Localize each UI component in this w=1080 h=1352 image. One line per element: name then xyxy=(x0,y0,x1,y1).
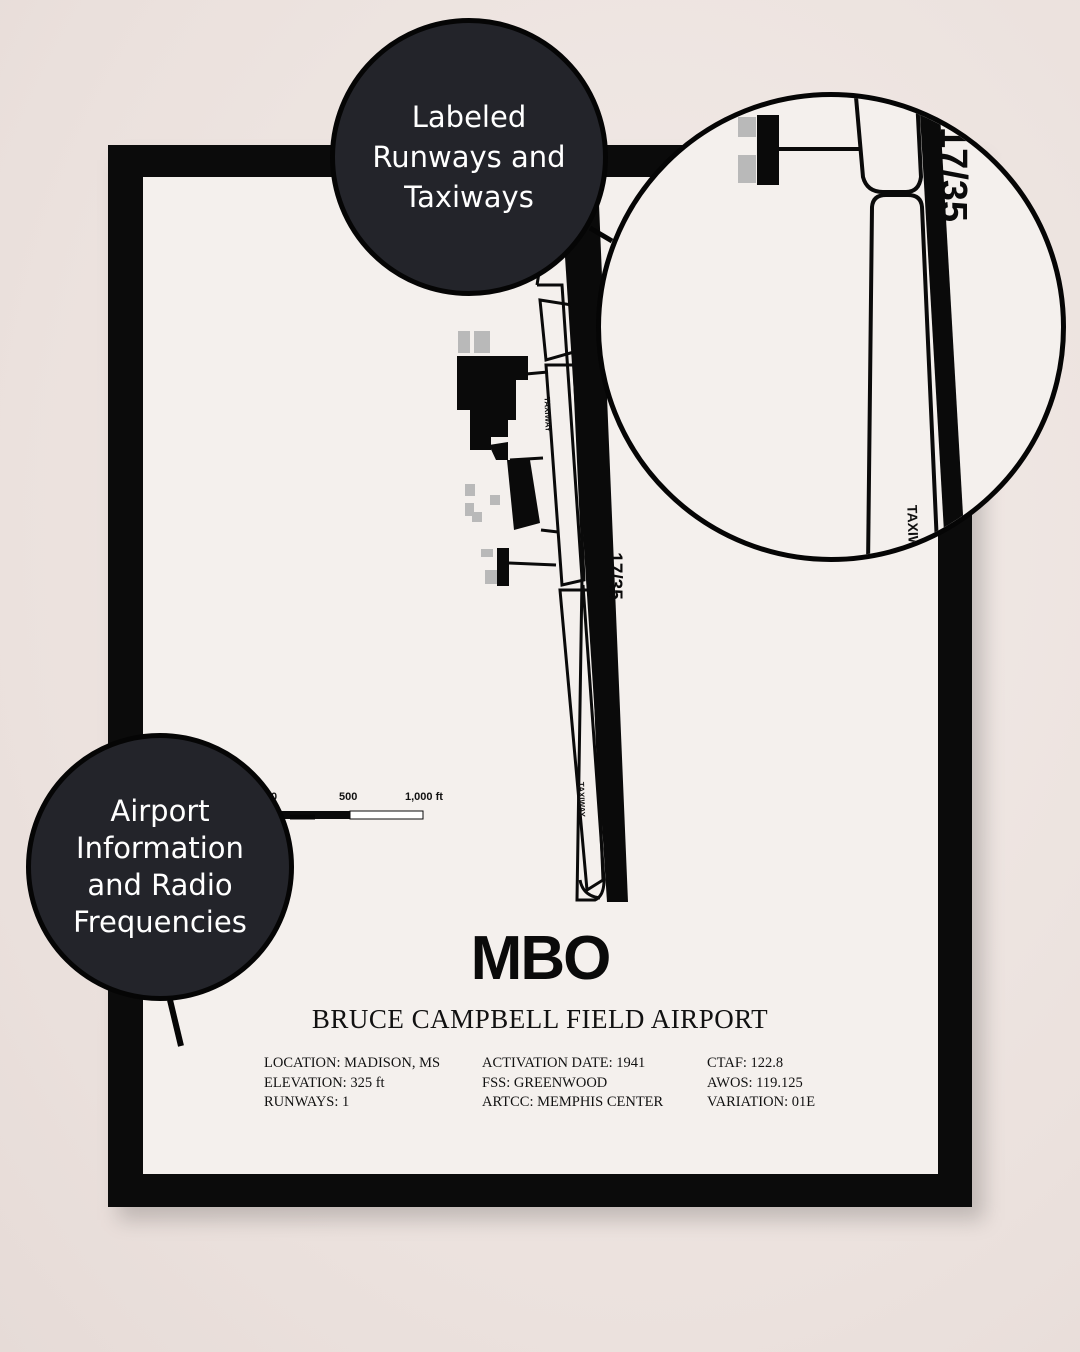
info-runways: RUNWAYS: 1 xyxy=(264,1094,350,1110)
runway-label: 17/35 xyxy=(603,552,625,600)
scale-label-500: 500 xyxy=(339,791,358,803)
callout-airport-info-text: Airport Information and Radio Frequencie… xyxy=(73,794,247,939)
taxiway-label-upper: TAXIWAY xyxy=(542,396,553,433)
gray-buildings xyxy=(458,331,500,584)
callout-runways-taxiways-text: Labeled Runways and Taxiways xyxy=(372,100,566,214)
hangar xyxy=(497,548,509,586)
info-column-2: ACTIVATION DATE: 1941 FSS: GREENWOOD ART… xyxy=(482,1054,663,1113)
runway-17-35 xyxy=(560,180,628,902)
info-awos: AWOS: 119.125 xyxy=(707,1074,803,1091)
info-artcc: ARTCC: MEMPHIS CENTER xyxy=(482,1094,664,1110)
terminal-buildings xyxy=(457,356,540,586)
taxiway-label-lower: TAXIWAY xyxy=(576,781,587,818)
info-fss: FSS: GREENWOOD xyxy=(482,1074,608,1091)
zoom-runway xyxy=(919,97,966,557)
zoom-magnifier: 17/35 TAXIW xyxy=(596,92,1066,562)
info-elevation: ELEVATION: 325 ft xyxy=(264,1074,385,1091)
zoom-taxiway-label: TAXIW xyxy=(904,504,922,550)
zoom-hangar xyxy=(757,115,779,185)
airport-name: BRUCE CAMPBELL FIELD AIRPORT xyxy=(311,1004,769,1034)
zoom-gray-buildings xyxy=(738,117,756,183)
info-ctaf: CTAF: 122.8 xyxy=(707,1055,784,1071)
callout-runways-taxiways: Labeled Runways and Taxiways xyxy=(330,18,608,296)
zoom-taxiway xyxy=(854,97,940,557)
zoom-runway-label: 17/35 xyxy=(932,126,975,223)
zoom-diagram xyxy=(738,97,966,557)
info-column-1: LOCATION: MADISON, MS ELEVATION: 325 ft … xyxy=(264,1054,440,1113)
info-location: LOCATION: MADISON, MS xyxy=(264,1055,441,1071)
info-activation: ACTIVATION DATE: 1941 xyxy=(482,1055,646,1071)
airport-code: MBO xyxy=(470,924,612,993)
info-column-3: CTAF: 122.8 AWOS: 119.125 VARIATION: 01E xyxy=(707,1054,815,1113)
callout-leader-top xyxy=(588,225,614,244)
callout-airport-info: Airport Information and Radio Frequencie… xyxy=(26,733,294,1001)
scale-label-1000: 1,000 ft xyxy=(405,791,443,803)
taxiway-connectors xyxy=(508,370,559,567)
callout-leader-left xyxy=(167,999,184,1047)
info-variation: VARIATION: 01E xyxy=(707,1094,816,1110)
